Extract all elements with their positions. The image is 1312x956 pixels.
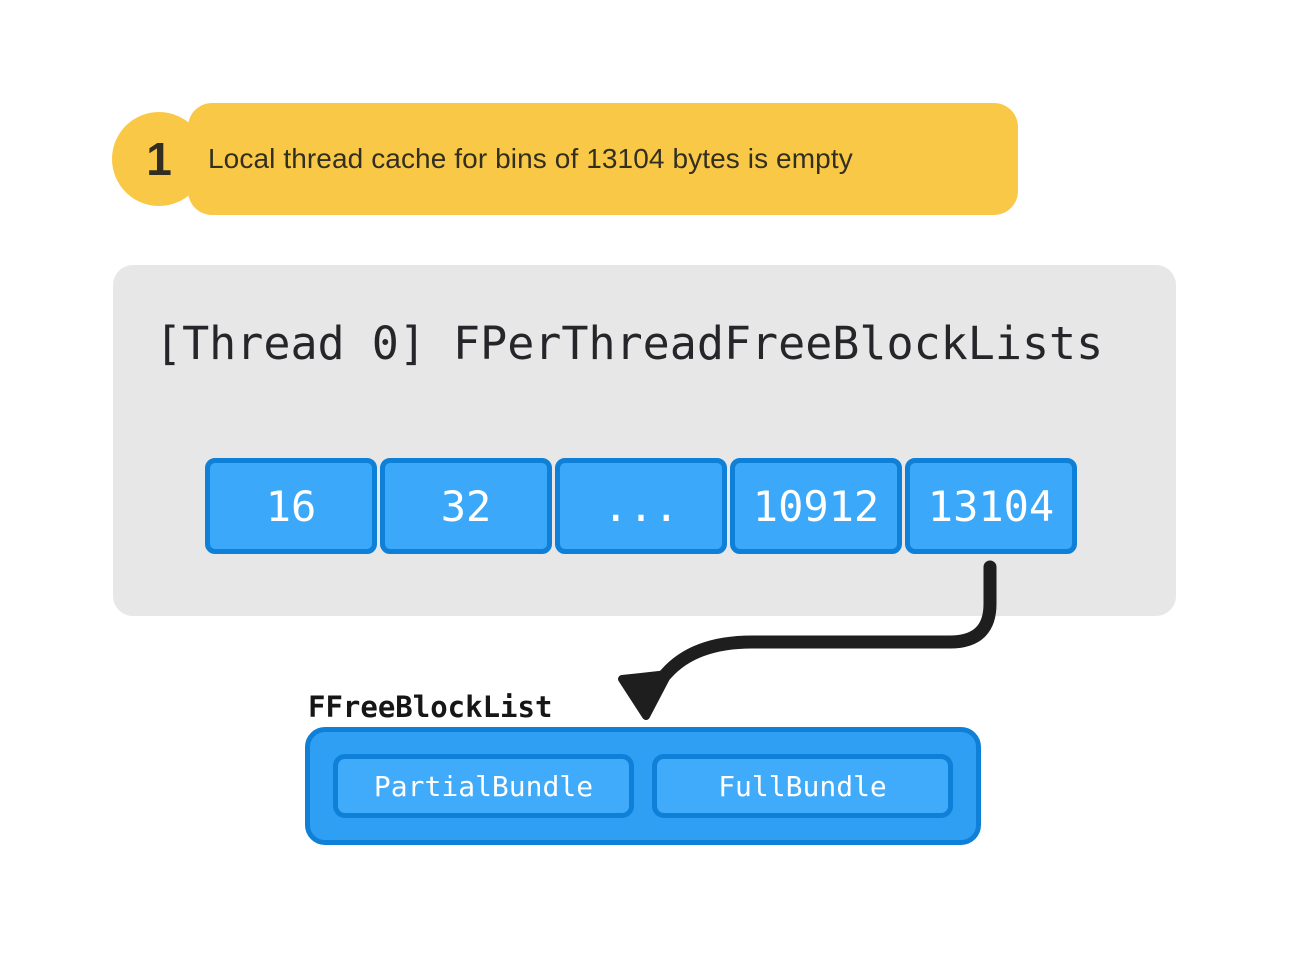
bins-row: 16 32 ... 10912 13104 — [205, 458, 1077, 554]
bin-label: 13104 — [927, 481, 1055, 531]
step-number: 1 — [146, 133, 172, 185]
callout-bubble: Local thread cache for bins of 13104 byt… — [188, 103, 1018, 215]
full-bundle-label: FullBundle — [718, 769, 887, 803]
partial-bundle-label: PartialBundle — [373, 769, 594, 803]
bin-label: 10912 — [752, 481, 880, 531]
free-block-list-label: FFreeBlockList — [308, 690, 553, 724]
thread-panel-title: [Thread 0] FPerThreadFreeBlockLists — [155, 317, 1104, 370]
step-number-badge: 1 — [112, 112, 206, 206]
thread-panel: [Thread 0] FPerThreadFreeBlockLists 16 3… — [113, 265, 1176, 616]
bin-label: ... — [603, 481, 679, 531]
partial-bundle-box: PartialBundle — [333, 754, 634, 818]
bin-label: 32 — [440, 481, 492, 531]
arrowhead-down-icon — [618, 670, 672, 720]
bin-label: 16 — [265, 481, 317, 531]
bin-cell-ellipsis: ... — [555, 458, 727, 554]
full-bundle-box: FullBundle — [652, 754, 953, 818]
free-block-list-container: PartialBundle FullBundle — [305, 727, 981, 845]
callout-text: Local thread cache for bins of 13104 byt… — [208, 143, 853, 174]
bin-cell-32: 32 — [380, 458, 552, 554]
bin-cell-10912: 10912 — [730, 458, 902, 554]
bin-cell-16: 16 — [205, 458, 377, 554]
bin-cell-13104: 13104 — [905, 458, 1077, 554]
